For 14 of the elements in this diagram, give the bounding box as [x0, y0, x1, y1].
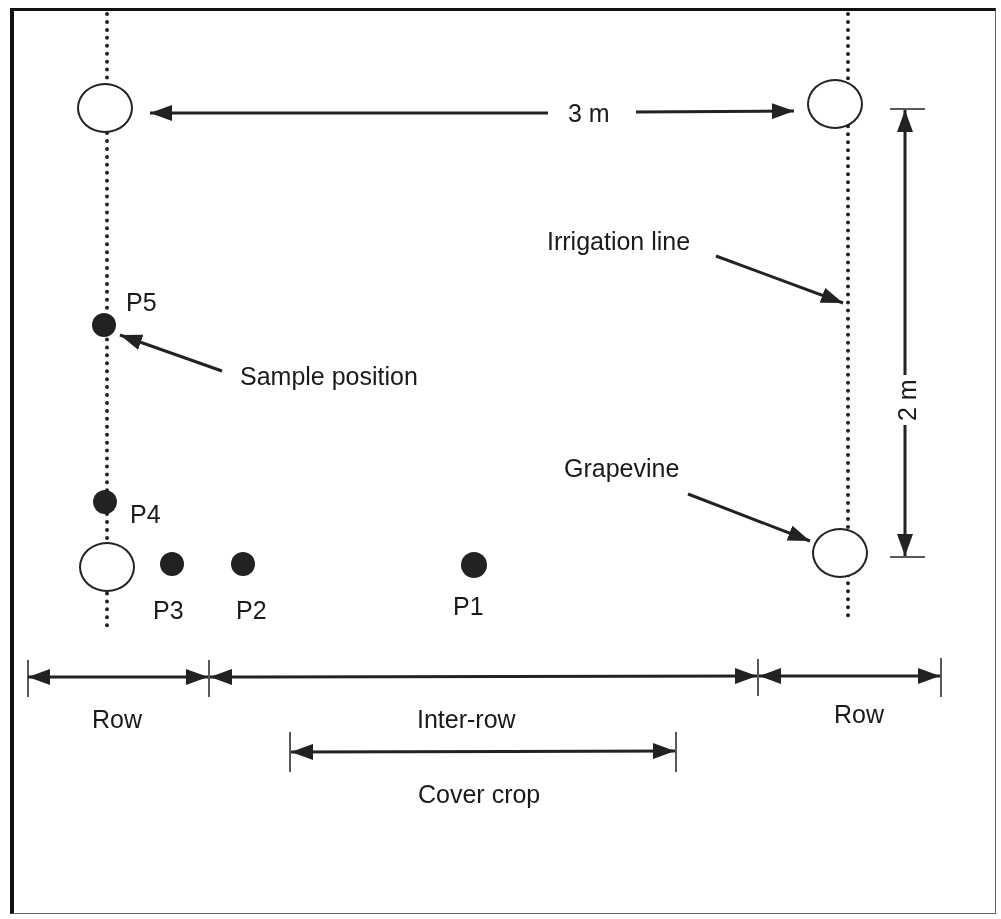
point-label: P5 — [126, 290, 157, 315]
callout-label: Grapevine — [562, 455, 682, 482]
point-label: P3 — [153, 598, 184, 623]
point-label: P4 — [130, 502, 161, 527]
vine-circle — [77, 83, 133, 133]
leader-arrow — [687, 492, 811, 543]
leader-arrow — [119, 333, 223, 373]
callout-label: Sample position — [238, 363, 420, 390]
vine-circle — [807, 79, 863, 129]
point-label: P2 — [236, 598, 267, 623]
vine-circle — [79, 542, 135, 592]
point-label: P1 — [453, 594, 484, 619]
vine-circle — [812, 528, 868, 578]
leader-arrow — [715, 254, 844, 305]
